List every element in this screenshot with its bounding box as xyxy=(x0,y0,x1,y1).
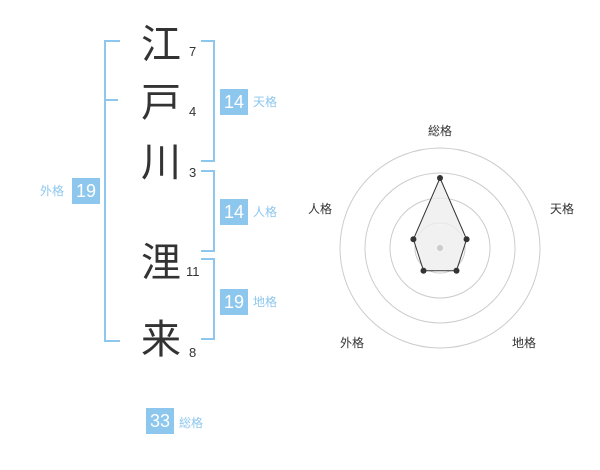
gaikaku-bracket xyxy=(104,40,120,342)
radar-point-4 xyxy=(420,267,427,274)
radar-axis-label-soukaku: 総格 xyxy=(428,124,453,138)
radar-point-3 xyxy=(453,267,460,274)
radar-axis-label-jinkaku: 人格 xyxy=(308,202,333,216)
radar-axis-label-tenkaku: 天格 xyxy=(550,202,575,216)
stroke-count-1: 7 xyxy=(189,44,197,59)
gaikaku-badge: 19 xyxy=(72,178,100,204)
name-character-3: 川 xyxy=(141,140,181,186)
jinkaku-badge: 14 xyxy=(220,199,248,225)
stroke-count-5: 8 xyxy=(189,345,197,360)
soukaku-label: 総格 xyxy=(179,416,204,430)
tenkaku-badge: 14 xyxy=(220,89,248,115)
tenkaku-label: 天格 xyxy=(253,95,278,109)
name-character-2: 戸 xyxy=(141,80,181,126)
radar-axis-label-chikaku: 地格 xyxy=(512,336,537,350)
name-character-4: 浬 xyxy=(141,240,181,286)
radar-point-1 xyxy=(437,175,443,181)
radar-area xyxy=(412,176,468,272)
radar-center-dot xyxy=(437,245,443,251)
stroke-count-2: 4 xyxy=(189,104,197,119)
gaikaku-tick xyxy=(104,99,118,101)
soukaku-badge: 33 xyxy=(146,408,174,434)
name-character-1: 江 xyxy=(141,22,181,68)
tenkaku-bracket xyxy=(201,40,215,162)
radar-point-5 xyxy=(410,236,417,243)
chikaku-label: 地格 xyxy=(253,295,278,309)
name-character-5: 来 xyxy=(141,317,181,363)
chikaku-bracket xyxy=(201,258,215,340)
radar-axis-label-gaikaku: 外格 xyxy=(340,336,365,350)
stroke-count-3: 3 xyxy=(189,165,197,180)
radar-ring-3 xyxy=(364,172,516,324)
chikaku-badge: 19 xyxy=(220,289,248,315)
stroke-count-4: 11 xyxy=(186,264,200,279)
jinkaku-label: 人格 xyxy=(253,205,278,219)
jinkaku-bracket xyxy=(201,170,215,252)
gaikaku-label: 外格 xyxy=(40,184,65,198)
radar-point-2 xyxy=(463,236,470,243)
radar-ring-4 xyxy=(339,147,541,349)
